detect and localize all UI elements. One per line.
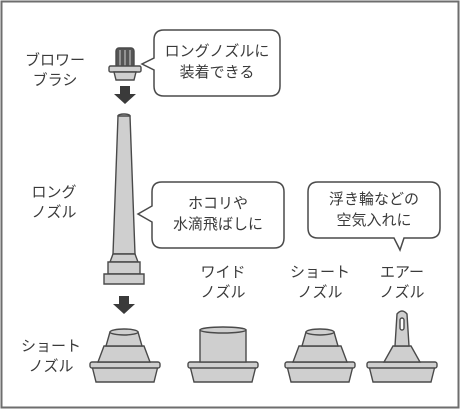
down-arrow-icon (114, 86, 136, 104)
label-line: ワイド (200, 263, 246, 281)
label-line: ロング (31, 183, 77, 201)
air-note: 浮き輪などの 空気入れに (310, 189, 438, 231)
short-nozzle-left-label: ショート ノズル (16, 336, 86, 376)
callout-bubble (136, 181, 285, 249)
callout-line: ロングノズルに (164, 42, 270, 60)
callout-line: 空気入れに (336, 211, 412, 229)
short-nozzle-left-icon (89, 328, 161, 383)
dust-note: ホコリや 水滴飛ばしに (154, 193, 282, 235)
down-arrow-icon (113, 296, 135, 314)
short-nozzle-icon (284, 328, 356, 383)
callout-bubble (307, 181, 441, 252)
callout-line: 水滴飛ばしに (172, 215, 263, 233)
long-nozzle-note: ロングノズルに 装着できる (156, 41, 278, 83)
long-nozzle-label: ロング ノズル (24, 182, 84, 222)
short-nozzle-label: ショート ノズル (280, 262, 360, 302)
label-line: ノズル (200, 283, 246, 301)
callout-line: 浮き輪などの (328, 190, 419, 208)
long-nozzle-icon (103, 113, 145, 285)
label-line: ショート (20, 337, 81, 355)
callout-line: 装着できる (179, 63, 255, 81)
wide-nozzle-label: ワイド ノズル (188, 262, 258, 302)
air-nozzle-icon (366, 310, 438, 383)
callout-bubble (140, 29, 281, 97)
blower-brush-icon (108, 47, 142, 81)
callout-line: ホコリや (187, 194, 248, 212)
blower-brush-label: ブロワー ブラシ (20, 50, 90, 90)
air-nozzle-label: エアー ノズル (367, 262, 437, 302)
label-line: ノズル (297, 283, 343, 301)
label-line: ノズル (28, 357, 74, 375)
label-line: ショート (289, 263, 350, 281)
label-line: ノズル (31, 203, 77, 221)
label-line: ノズル (379, 283, 425, 301)
label-line: ブラシ (32, 71, 78, 89)
label-line: ブロワー (24, 51, 85, 69)
wide-nozzle-icon (187, 326, 259, 383)
label-line: エアー (379, 263, 425, 281)
